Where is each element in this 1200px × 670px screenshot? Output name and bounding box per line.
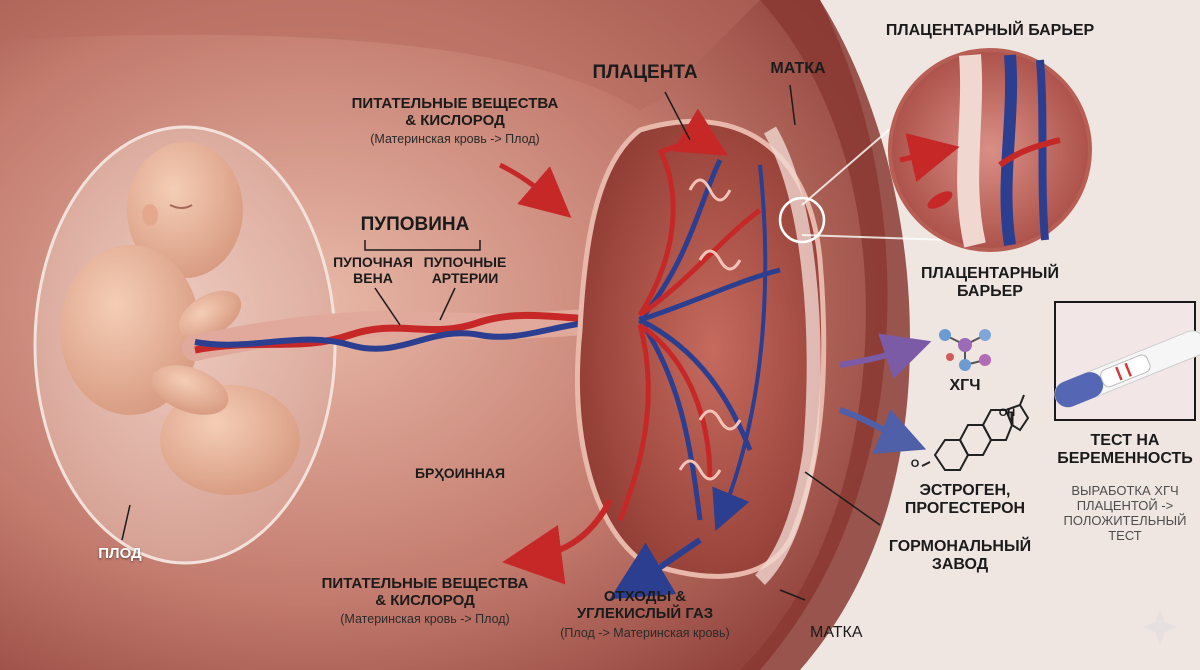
label-uterus-top: МАТКА [770,60,826,77]
label-pregnancy-test: ТЕСТ НА БЕРЕМЕННОСТЬ [1057,432,1193,468]
hcg-molecule-icon [939,329,991,371]
label-hcg-production: ВЫРАБОТКА ХГЧ ПЛАЦЕНТОЙ -> ПОЛОЖИТЕЛЬНЫЙ… [1063,483,1187,543]
label-barrier-caption: ПЛАЦЕНТАРНЫЙ БАРЬЕР [921,265,1059,301]
label-umbilical-vein: ПУПОЧНАЯ ВЕНА [333,254,413,287]
fetus-illustration [60,142,300,495]
label-top-nutrients-sub: (Материнская кровь -> Плод) [370,132,540,146]
label-bottom-nutrients-sub: (Материнская кровь -> Плод) [340,612,510,626]
label-o-atom: O [910,458,920,470]
pregnancy-test-icon [1054,301,1200,421]
label-barrier-title: ПЛАЦЕНТАРНЫЙ БАРЬЕР [885,22,1095,39]
placental-barrier-zoom [778,48,1092,252]
label-oh-group: OH [998,407,1016,419]
zoom-origin-circle [778,196,826,244]
label-hcg: ХГЧ [949,377,981,394]
label-waste-sub: (Плод -> Материнская кровь) [560,626,730,640]
label-bottom-nutrients: ПИТАТЕЛЬНЫЕ ВЕЩЕСТВА & КИСЛОРОД [321,575,529,610]
label-placenta: ПЛАЦЕНТА [592,62,698,83]
flow-arrows [498,108,932,600]
label-fetus: ПЛОД [98,545,142,562]
label-chorionic: БРҲОИННАЯ [414,465,506,481]
sparkle-icon [1142,610,1178,645]
label-hormone-factory: ГОРМОНАЛЬНЫЙ ЗАВОД [888,538,1032,574]
placenta-illustration [575,119,827,585]
label-top-nutrients: ПИТАТЕЛЬНЫЕ ВЕЩЕСТВА & КИСЛОРОД [351,95,559,130]
label-umbilical-arteries: ПУПОЧНЫЕ АРТЕРИИ [423,254,507,287]
label-waste: ОТХОДЫ & УГЛЕКИСЛЫЙ ГАЗ [576,588,714,623]
label-estrogen: ЭСТРОГЕН, ПРОГЕСТЕРОН [904,482,1026,518]
leader-lines [121,84,881,601]
steroid-molecule-icon [921,394,1030,471]
label-uterus-bottom: МАТКА [810,624,863,641]
label-umbilical-cord: ПУПОВИНА [360,214,470,235]
